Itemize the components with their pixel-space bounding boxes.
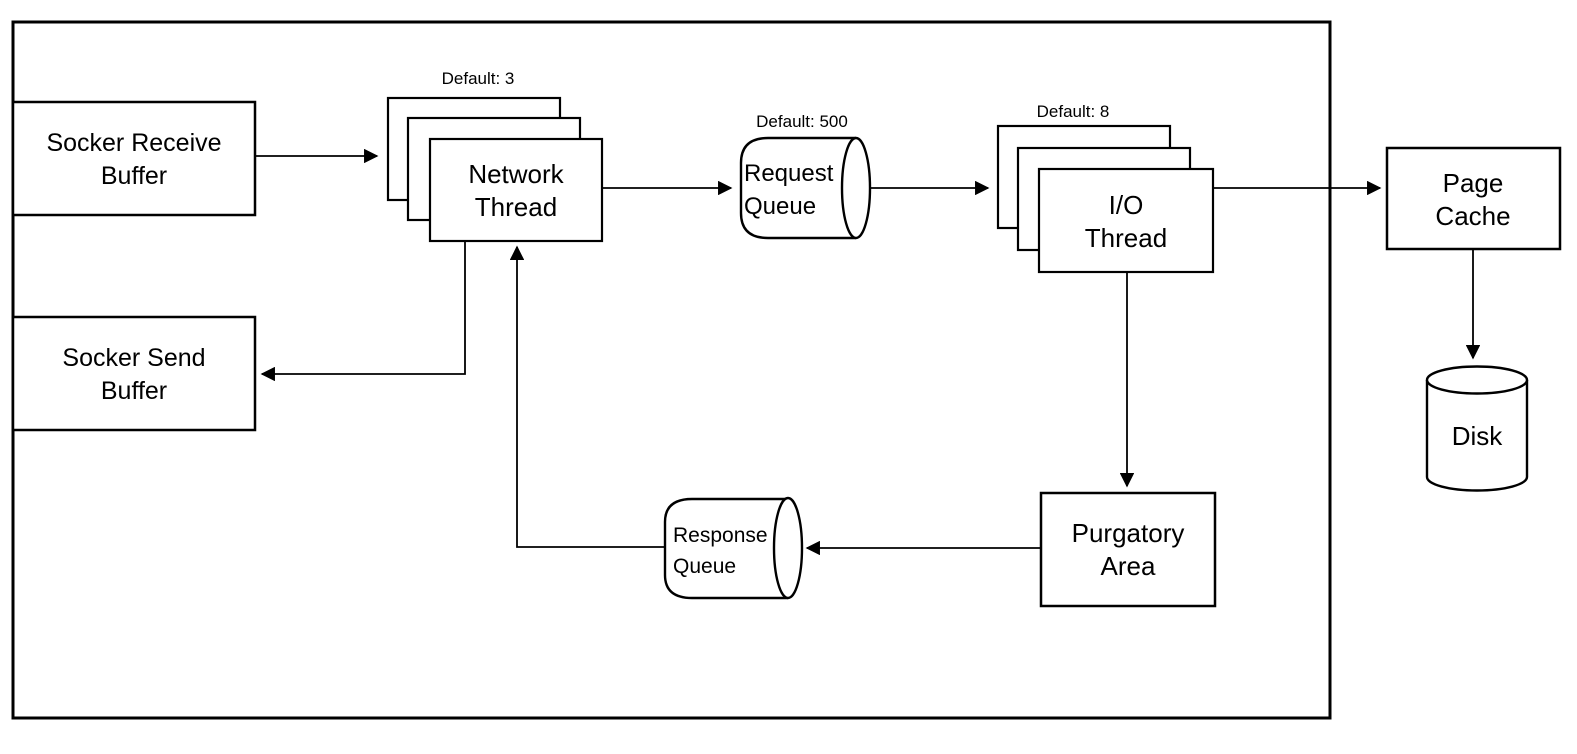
disk-node: Disk (1425, 365, 1529, 492)
request-queue-label-line1: Request (744, 160, 834, 187)
socket-send-buffer-box (11, 315, 257, 432)
response-queue-cylinder-cap (772, 496, 804, 600)
network-thread-box (428, 137, 604, 243)
network-thread-label-line1: Network (468, 159, 564, 189)
socket-send-buffer-node: Socker Send Buffer (11, 315, 257, 432)
response-queue-cylinder-body (663, 497, 788, 600)
purgatory-area-label-line1: Purgatory (1072, 518, 1185, 548)
purgatory-area-node: Purgatory Area (1039, 491, 1217, 608)
page-cache-box (1385, 146, 1562, 251)
socket-send-buffer-label-line2: Buffer (101, 377, 167, 405)
request-queue-label-line2: Queue (744, 193, 816, 220)
response-queue-node: Response Queue (663, 496, 804, 600)
request-queue-cylinder-body (739, 136, 856, 240)
purgatory-area-box (1039, 491, 1217, 608)
arrow-response-queue-to-network-thread (509, 245, 665, 548)
io-thread-node: Default: 8 I/O Thread (996, 102, 1215, 274)
io-thread-default-label: Default: 8 (1037, 102, 1110, 121)
socket-send-buffer-label-line1: Socker Send (62, 344, 205, 372)
request-queue-cylinder-cap (840, 136, 872, 240)
io-thread-label-line1: I/O (1109, 190, 1144, 220)
request-queue-default-label: Default: 500 (756, 112, 848, 131)
purgatory-area-label-line2: Area (1101, 551, 1156, 581)
socket-receive-buffer-box (11, 100, 257, 217)
request-queue-node: Default: 500 Request Queue (739, 112, 872, 240)
response-queue-label-line2: Queue (673, 555, 736, 578)
page-cache-label-line2: Cache (1435, 201, 1510, 231)
page-cache-label-line1: Page (1443, 168, 1504, 198)
disk-cylinder-cap (1425, 365, 1529, 395)
socket-receive-buffer-label-line2: Buffer (101, 162, 167, 190)
network-thread-label-line2: Thread (475, 192, 557, 222)
network-thread-node: Default: 3 Network Thread (386, 69, 604, 243)
disk-cylinder-body (1425, 380, 1529, 492)
io-thread-label-line2: Thread (1085, 223, 1167, 253)
response-queue-label-line1: Response (673, 524, 768, 547)
page-cache-node: Page Cache (1385, 146, 1562, 251)
socket-receive-buffer-node: Socker Receive Buffer (11, 100, 257, 217)
io-thread-box (1037, 167, 1215, 274)
disk-label: Disk (1452, 421, 1504, 451)
arrow-network-thread-to-send-buffer (260, 241, 466, 382)
socket-receive-buffer-label-line1: Socker Receive (46, 129, 221, 157)
network-thread-default-label: Default: 3 (442, 69, 515, 88)
